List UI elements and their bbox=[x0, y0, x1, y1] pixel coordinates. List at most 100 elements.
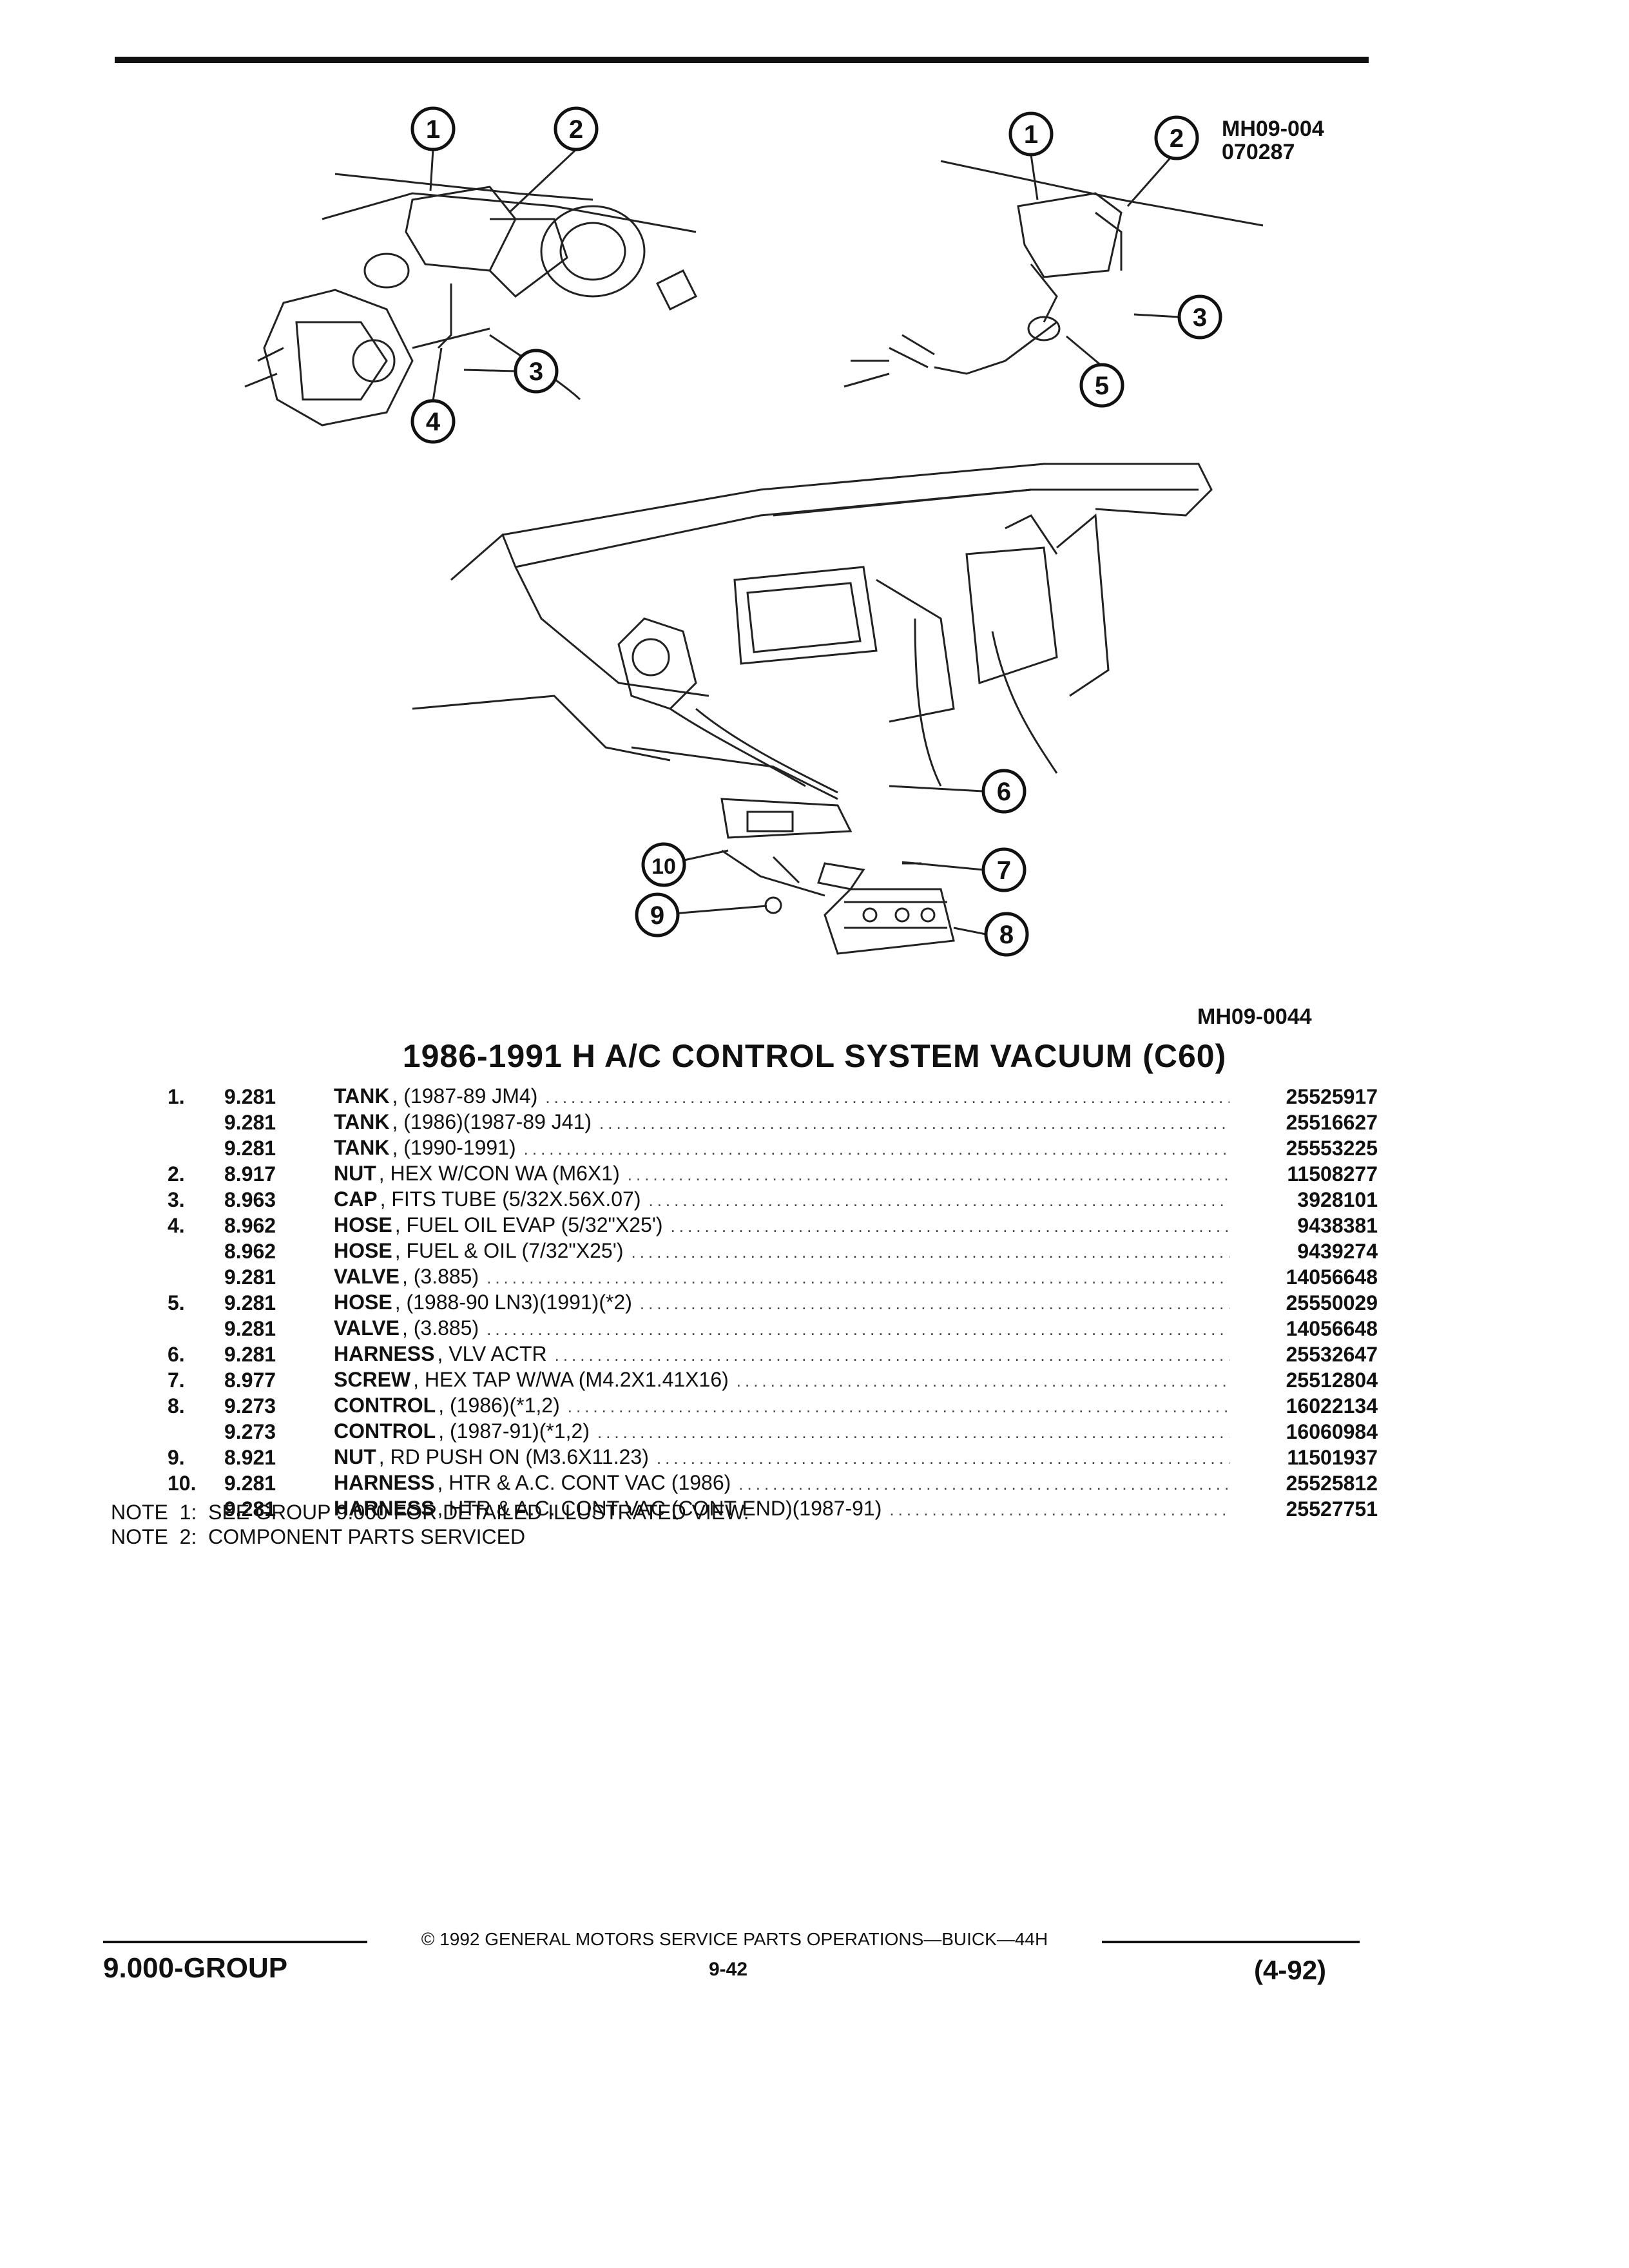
part-number: 25516627 bbox=[1286, 1111, 1378, 1134]
item-number bbox=[122, 1316, 219, 1341]
part-qualifier: , HEX TAP W/WA (M4.2X1.41X16) bbox=[413, 1368, 729, 1391]
footer-copyright: © 1992 GENERAL MOTORS SERVICE PARTS OPER… bbox=[421, 1929, 1048, 1949]
table-row: 9.281 VALVE, (3.885).....................… bbox=[122, 1264, 1378, 1290]
part-name: HARNESS bbox=[334, 1342, 435, 1365]
group-number: 9.281 bbox=[224, 1291, 276, 1314]
part-name: HARNESS bbox=[334, 1471, 435, 1494]
callout-label: 4 bbox=[426, 408, 441, 436]
part-name: NUT bbox=[334, 1445, 376, 1468]
part-number: 9439274 bbox=[1297, 1240, 1378, 1263]
item-number: 5. bbox=[168, 1291, 185, 1314]
group-number: 8.977 bbox=[224, 1369, 276, 1392]
part-number: 11501937 bbox=[1287, 1446, 1378, 1469]
callout-4 bbox=[410, 399, 456, 444]
part-description: NUT, HEX W/CON WA (M6X1)................… bbox=[334, 1161, 1242, 1187]
part-description: CONTROL, (1986)(*1,2)...................… bbox=[334, 1393, 1242, 1419]
part-number: 25527751 bbox=[1286, 1497, 1378, 1521]
part-qualifier: , FITS TUBE (5/32X.56X.07) bbox=[380, 1187, 641, 1211]
table-row: 9.281 VALVE, (3.885).....................… bbox=[122, 1316, 1378, 1341]
part-name: CONTROL bbox=[334, 1419, 436, 1443]
part-description: VALVE, (3.885)..........................… bbox=[334, 1316, 1242, 1341]
part-name: VALVE bbox=[334, 1265, 400, 1288]
part-qualifier: , VLV ACTR bbox=[437, 1342, 547, 1365]
group-number: 8.921 bbox=[224, 1446, 276, 1469]
top-rule bbox=[115, 57, 1369, 63]
part-description: HARNESS, VLV ACTR.......................… bbox=[334, 1341, 1242, 1367]
group-number: 9.281 bbox=[224, 1317, 276, 1340]
part-number: 16022134 bbox=[1286, 1394, 1378, 1418]
leader-dots: ........................................… bbox=[656, 1448, 1229, 1468]
leader-dots: ........................................… bbox=[627, 1165, 1229, 1184]
part-description: CAP, FITS TUBE (5/32X.56X.07)...........… bbox=[334, 1187, 1242, 1213]
parts-illustration: 1 2 3 4 1 2 3 5 6 7 8 9 10 bbox=[244, 106, 1264, 957]
part-number: 11508277 bbox=[1287, 1162, 1378, 1186]
part-number: 25553225 bbox=[1286, 1137, 1378, 1160]
group-number: 9.281 bbox=[224, 1497, 276, 1521]
part-name: TANK bbox=[334, 1136, 390, 1159]
leader-dots: ........................................… bbox=[567, 1397, 1229, 1416]
callout-2 bbox=[554, 106, 599, 151]
leader-dots: ........................................… bbox=[599, 1113, 1229, 1133]
leader-dots: ........................................… bbox=[597, 1423, 1229, 1442]
part-description: TANK, (1986)(1987-89 J41)...............… bbox=[334, 1110, 1242, 1135]
footer-rule-left bbox=[103, 1941, 367, 1943]
part-description: SCREW, HEX TAP W/WA (M4.2X1.41X16)......… bbox=[334, 1367, 1242, 1393]
table-row: 5. 9.281 HOSE, (1988-90 LN3)(1991)(*2)....… bbox=[122, 1290, 1378, 1316]
group-number: 8.962 bbox=[224, 1240, 276, 1263]
part-number: 25525812 bbox=[1286, 1472, 1378, 1495]
part-description: TANK, (1987-89 JM4).....................… bbox=[334, 1084, 1242, 1110]
callout-5 bbox=[1079, 363, 1124, 408]
callout-label: 3 bbox=[529, 358, 543, 386]
callout-label: 5 bbox=[1095, 372, 1109, 400]
footer-rule-right bbox=[1102, 1941, 1360, 1943]
page-title: 1986-1991 H A/C CONTROL SYSTEM VACUUM (C… bbox=[402, 1038, 1227, 1074]
group-number: 8.963 bbox=[224, 1188, 276, 1211]
group-number: 9.281 bbox=[224, 1265, 276, 1289]
item-number bbox=[122, 1264, 219, 1290]
part-description: HOSE, (1988-90 LN3)(1991)(*2)...........… bbox=[334, 1290, 1242, 1316]
leader-dots: ........................................… bbox=[487, 1320, 1229, 1339]
part-qualifier: , (1987-89 JM4) bbox=[392, 1084, 538, 1108]
part-qualifier: , (1990-1991) bbox=[392, 1136, 516, 1159]
group-number: 9.281 bbox=[224, 1085, 276, 1108]
leader-dots: ........................................… bbox=[631, 1242, 1229, 1262]
callout-label: 6 bbox=[997, 778, 1011, 806]
leader-dots: ........................................… bbox=[738, 1474, 1229, 1494]
part-number: 25512804 bbox=[1286, 1369, 1378, 1392]
leader-dots: ........................................… bbox=[545, 1088, 1229, 1107]
part-number: 25525917 bbox=[1286, 1085, 1378, 1108]
callout-7 bbox=[981, 847, 1027, 892]
leader-dots: ........................................… bbox=[554, 1345, 1229, 1365]
group-number: 9.281 bbox=[224, 1472, 276, 1495]
callout-9 bbox=[635, 892, 680, 937]
part-qualifier: , HTR & A.C. CONT VAC (1986) bbox=[437, 1471, 731, 1494]
item-number: 6. bbox=[168, 1343, 185, 1366]
part-qualifier: , RD PUSH ON (M3.6X11.23) bbox=[378, 1445, 649, 1468]
callout-label: 9 bbox=[650, 901, 664, 930]
part-qualifier: , (1987-91)(*1,2) bbox=[438, 1419, 590, 1443]
item-number: 4. bbox=[168, 1214, 185, 1237]
part-qualifier: , HTR & A.C. CONT VAC (CONT END)(1987-91… bbox=[437, 1497, 882, 1520]
item-number bbox=[122, 1135, 219, 1161]
leader-dots: ........................................… bbox=[670, 1216, 1229, 1236]
callout-2 bbox=[1154, 115, 1199, 160]
note-2: NOTE 2: COMPONENT PARTS SERVICED bbox=[111, 1525, 526, 1548]
leader-dots: ........................................… bbox=[648, 1191, 1229, 1210]
part-number: 9438381 bbox=[1297, 1214, 1378, 1237]
group-number: 9.281 bbox=[224, 1137, 276, 1160]
part-description: VALVE, (3.885)..........................… bbox=[334, 1264, 1242, 1290]
leader-dots: ........................................… bbox=[736, 1371, 1229, 1390]
callout-label: 10 bbox=[651, 854, 676, 879]
leader-dots: ........................................… bbox=[523, 1139, 1229, 1158]
